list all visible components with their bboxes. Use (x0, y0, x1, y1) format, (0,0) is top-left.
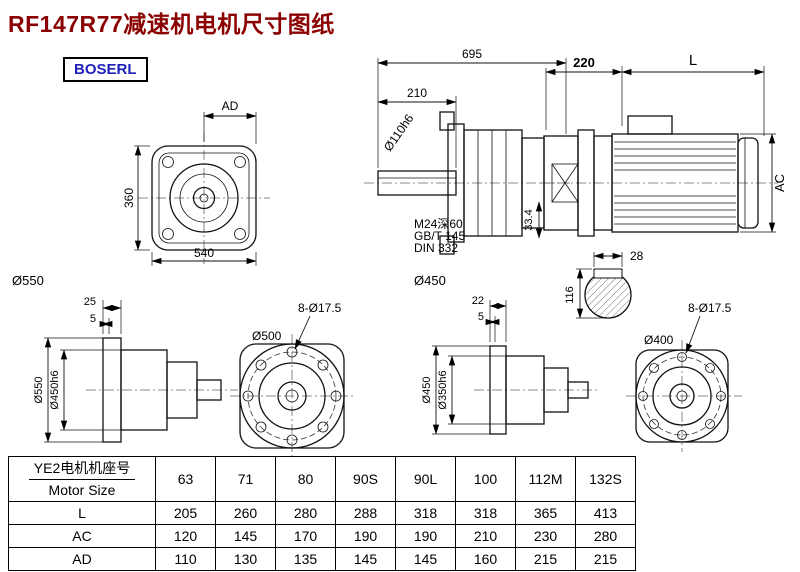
table-cell: 145 (395, 547, 456, 571)
table-header-row: YE2电机机座号 Motor Size 63 71 80 90S 90L 100… (8, 456, 636, 502)
technical-drawing: AD 360 540 Ø550 695 (12, 47, 787, 456)
output-side-view-small: Ø450 Ø350h6 22 5 (421, 295, 598, 435)
motor-size-table: YE2电机机座号 Motor Size 63 71 80 90S 90L 100… (8, 456, 636, 571)
table-cell: 318 (455, 501, 516, 525)
table-cell: 318 (395, 501, 456, 525)
holes-large-label: 8-Ø17.5 (298, 301, 342, 315)
front-view: AD 360 540 Ø550 (12, 99, 270, 288)
note-gb-label: GB/T 145 (414, 229, 465, 243)
dim-550-label: Ø550 (12, 273, 44, 288)
dim-695-label: 695 (462, 47, 482, 61)
table-cell: 215 (515, 547, 576, 571)
size-col-header: 71 (215, 456, 276, 502)
brand-logo: BOSERL (63, 57, 148, 82)
header-line-en: Motor Size (48, 481, 116, 498)
dim-l-label: L (689, 52, 697, 69)
table-cell: 120 (155, 524, 216, 548)
dim-od450-label: Ø450 (421, 377, 433, 404)
table-cell: 205 (155, 501, 216, 525)
dim-ac-label: AC (772, 174, 787, 192)
dim-334-label: 33.4 (523, 209, 535, 230)
dim-22-label: 22 (472, 295, 484, 307)
dim-25-label: 25 (84, 296, 96, 308)
table-cell: 145 (215, 524, 276, 548)
table-cell: 230 (515, 524, 576, 548)
output-flange-view-small: Ø400 8-Ø17.5 (626, 301, 742, 452)
note-din-label: DIN 332 (414, 241, 458, 255)
table-cell: 288 (335, 501, 396, 525)
dim-spigot350-label: Ø350h6 (437, 370, 449, 409)
table-cell: 365 (515, 501, 576, 525)
row-label: L (8, 501, 156, 525)
dim-od550-label: Ø550 (33, 377, 45, 404)
size-col-header: 90S (335, 456, 396, 502)
table-cell: 160 (455, 547, 516, 571)
table-cell: 215 (575, 547, 636, 571)
output-flange-view-large: Ø500 8-Ø17.5 (230, 301, 354, 456)
dim-450-label: Ø450 (414, 273, 446, 288)
dim-360-label: 360 (122, 188, 136, 208)
dim-28-label: 28 (630, 249, 644, 263)
table-cell: 210 (455, 524, 516, 548)
table-row-ad: AD 110 130 135 145 145 160 215 215 (8, 547, 636, 571)
table-cell: 130 (215, 547, 276, 571)
holes-small-label: 8-Ø17.5 (688, 301, 732, 315)
dim-116-label: 116 (564, 286, 576, 304)
output-side-view-large: Ø550 Ø450h6 25 5 (33, 296, 238, 443)
dim-500-label: Ø500 (252, 329, 282, 343)
header-line-cn: YE2电机机座号 (9, 458, 155, 480)
dim-540-label: 540 (194, 246, 214, 260)
dim-220-label: 220 (573, 55, 595, 70)
size-col-header: 63 (155, 456, 216, 502)
dim-400-label: Ø400 (644, 333, 674, 347)
table-cell: 280 (275, 501, 336, 525)
table-cell: 135 (275, 547, 336, 571)
table-cell: 413 (575, 501, 636, 525)
table-cell: 170 (275, 524, 336, 548)
table-cell: 260 (215, 501, 276, 525)
motor-view: 220 L AC 28 116 (540, 52, 787, 319)
table-cell: 110 (155, 547, 216, 571)
dim-5b-label: 5 (478, 311, 484, 323)
row-label: AC (8, 524, 156, 548)
table-row-ac: AC 120 145 170 190 190 210 230 280 (8, 524, 636, 548)
table-cell: 190 (335, 524, 396, 548)
dim-210-label: 210 (407, 86, 427, 100)
table-cell: 145 (335, 547, 396, 571)
size-col-header: 132S (575, 456, 636, 502)
table-cell: 190 (395, 524, 456, 548)
size-col-header: 80 (275, 456, 336, 502)
size-col-header: 100 (455, 456, 516, 502)
dim-5-label: 5 (90, 313, 96, 325)
size-col-header: 112M (515, 456, 576, 502)
table-header-motor-size: YE2电机机座号 Motor Size (8, 456, 156, 502)
dim-ad-label: AD (222, 99, 239, 113)
table-row-l: L 205 260 280 288 318 318 365 413 (8, 501, 636, 525)
row-label: AD (8, 547, 156, 571)
page-title: RF147R77减速机电机尺寸图纸 (8, 11, 335, 37)
note-tap-label: M24深60 (414, 217, 463, 231)
dim-spigot450-label: Ø450h6 (49, 370, 61, 409)
side-view: 695 210 Ø110h6 M24深60 GB/T 145 DIN 332 3… (364, 47, 570, 288)
table-cell: 280 (575, 524, 636, 548)
size-col-header: 90L (395, 456, 456, 502)
dim-shaft-dia-label: Ø110h6 (381, 111, 417, 154)
